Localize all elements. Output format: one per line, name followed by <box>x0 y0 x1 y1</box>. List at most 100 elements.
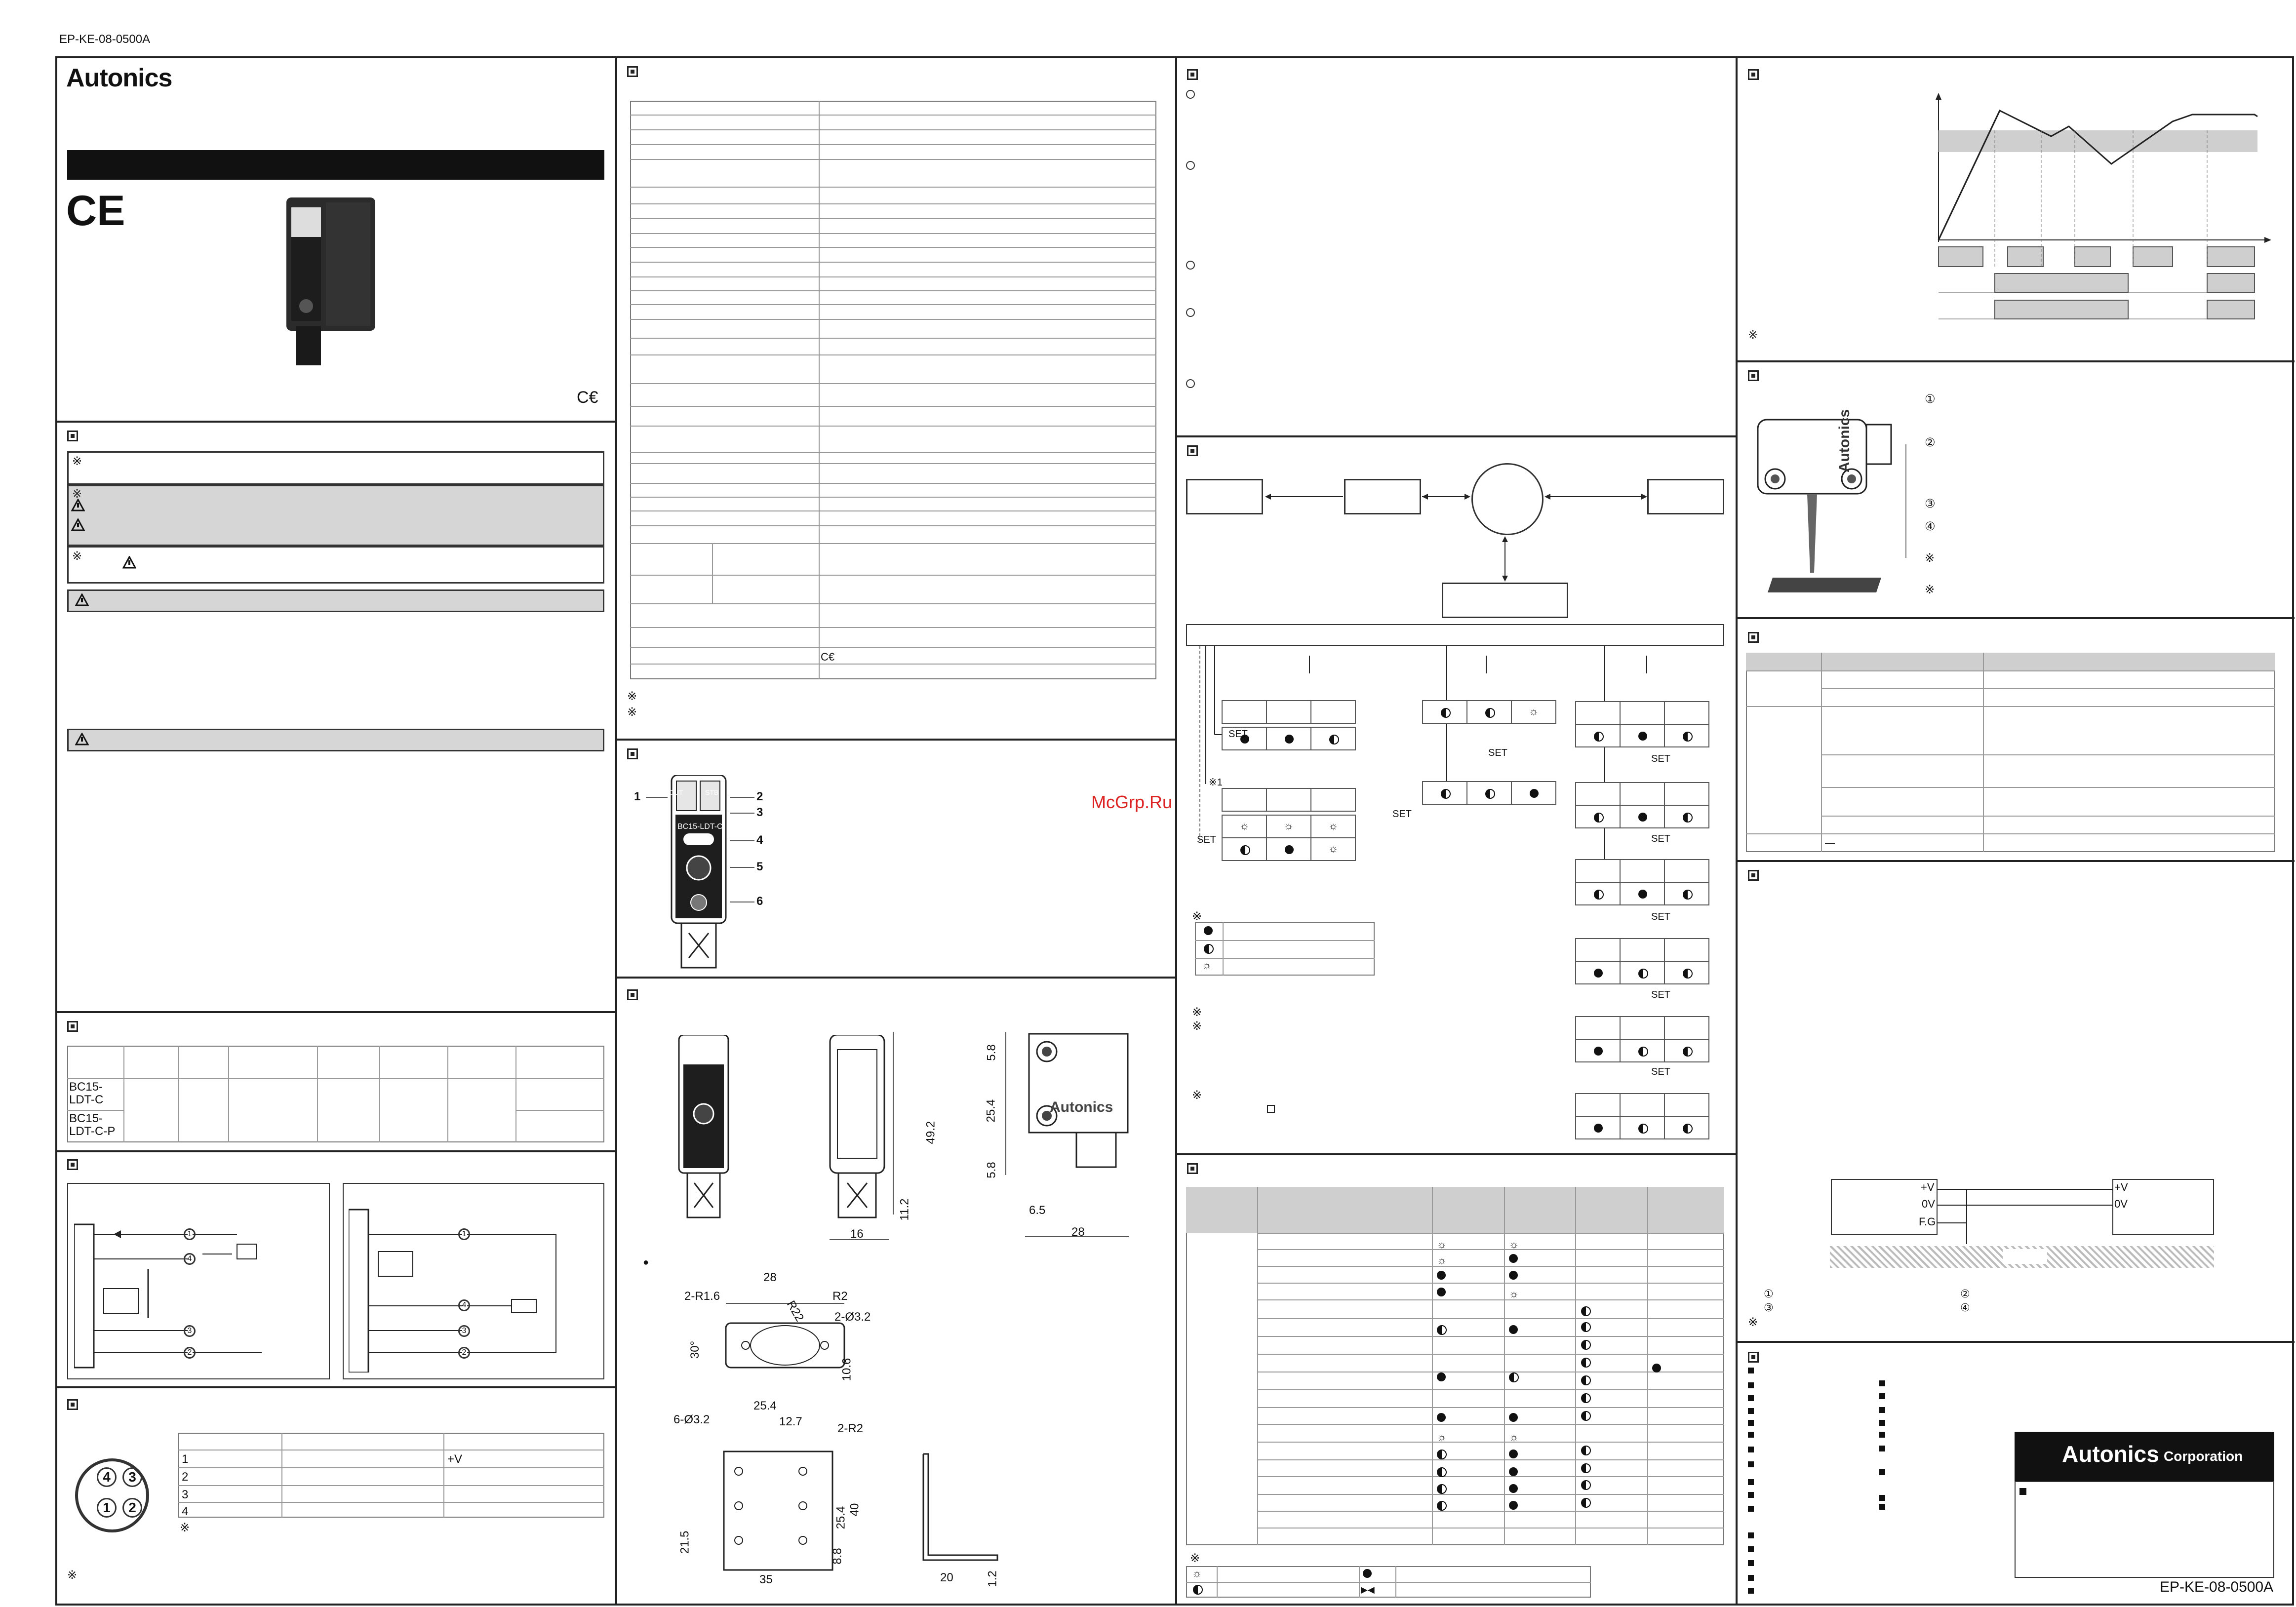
led-half-icon <box>1437 1484 1447 1494</box>
bullet-square <box>2019 1488 2026 1495</box>
row-line <box>178 1502 604 1503</box>
row-line <box>1257 1476 1724 1477</box>
caution-header <box>67 729 604 751</box>
led-half-icon <box>1594 813 1604 823</box>
note-mark: ※ <box>1748 1316 1758 1329</box>
bullet-square <box>1879 1393 1885 1399</box>
row-line <box>67 1078 604 1079</box>
led-blink-icon: ☼ <box>1192 1567 1202 1579</box>
spec-row-line <box>630 497 1156 498</box>
bullet-square <box>1748 1506 1754 1512</box>
dim-line <box>893 1032 894 1215</box>
col-line <box>515 1046 516 1142</box>
dim-106: 10.6 <box>840 1358 854 1381</box>
bullet-square <box>1879 1420 1885 1426</box>
flow-arrows <box>1264 492 1649 613</box>
led-half-icon <box>1329 735 1339 745</box>
section-marker <box>1187 445 1198 456</box>
led-half-icon <box>1581 1480 1591 1490</box>
col-line <box>228 1046 229 1142</box>
led-half-icon <box>1437 1501 1447 1511</box>
led-half-icon <box>1581 1375 1591 1385</box>
section-marker <box>67 1021 78 1032</box>
divider <box>1737 860 2295 862</box>
bracket-drawing-1 <box>706 1284 864 1395</box>
row-line <box>1746 670 2275 671</box>
led-on-icon <box>1530 789 1539 798</box>
led-on-icon <box>1204 926 1213 935</box>
led-half-icon <box>1638 969 1648 979</box>
bullet-square <box>1748 1532 1754 1538</box>
pin-3: 3 <box>122 1467 142 1487</box>
section-marker <box>1748 69 1759 80</box>
led-half-icon <box>1581 1463 1591 1473</box>
dim-d32: 2-Ø3.2 <box>834 1310 871 1324</box>
title-bar <box>67 150 604 180</box>
led-half-icon <box>1240 845 1250 855</box>
led-on-icon <box>1509 1325 1518 1334</box>
spec-row-line <box>630 159 1156 160</box>
corp-brand: Autonics <box>2062 1441 2159 1467</box>
flow-bar <box>1186 624 1724 646</box>
teach-cell <box>1466 700 1512 724</box>
bullet-square <box>1748 1560 1754 1566</box>
pin-1: 1 <box>97 1498 117 1518</box>
bullet-square <box>1748 1408 1754 1414</box>
led-half-icon <box>1638 1124 1648 1134</box>
col-line <box>178 1046 179 1142</box>
section-marker <box>67 1399 78 1410</box>
circled-4: ④ <box>1960 1301 1970 1314</box>
caution-icon <box>71 517 85 534</box>
divider <box>1737 1341 2295 1343</box>
teach-cell <box>1466 781 1512 805</box>
teach-cell <box>1575 782 1621 806</box>
spec-row-line <box>630 276 1156 277</box>
spec-row-line <box>630 543 1156 544</box>
row-line <box>1257 1318 1724 1319</box>
col-line <box>1223 922 1224 976</box>
led-half-icon <box>1509 1372 1519 1382</box>
circled-4: ④ <box>1925 520 1936 533</box>
led-on-icon <box>1363 1569 1372 1578</box>
led-half-icon <box>1485 708 1495 718</box>
spec-row-line <box>630 647 1156 648</box>
teach-cell <box>1620 961 1665 984</box>
wire-label: +V <box>1921 1181 1935 1193</box>
row-line <box>1257 1249 1724 1250</box>
warning-box <box>67 485 604 546</box>
row-line <box>1746 833 2275 834</box>
led-half-icon <box>1594 890 1604 900</box>
dim-r2: R2 <box>832 1290 848 1303</box>
divider <box>56 1386 616 1388</box>
teach-cell <box>1422 781 1467 805</box>
npn-circuit <box>67 1183 330 1379</box>
row-line <box>1257 1442 1724 1443</box>
dim-width: 16 <box>850 1227 864 1241</box>
teach-cell <box>1222 700 1267 724</box>
teach-cell <box>1511 781 1556 805</box>
teach-cell <box>1266 837 1311 861</box>
led-on-icon <box>1437 1271 1446 1280</box>
led-on-icon <box>1285 735 1294 744</box>
teach-cell <box>1222 788 1267 812</box>
led-on-icon <box>1509 1413 1518 1422</box>
part-number: 1 <box>634 790 641 803</box>
dim-254v: 25.4 <box>834 1506 848 1529</box>
spec-row-line <box>630 603 1156 604</box>
teach-cell <box>1664 1116 1709 1139</box>
pnp-circuit <box>343 1183 604 1379</box>
spec-row-line <box>630 115 1156 116</box>
leader-line <box>730 797 754 798</box>
bullet-square <box>1748 1479 1754 1485</box>
set-label: SET <box>1488 747 1507 758</box>
dim-65: 6.5 <box>1029 1204 1046 1217</box>
circled-3: ③ <box>1925 497 1936 510</box>
product-photo <box>277 193 380 370</box>
part-number: 4 <box>756 833 763 847</box>
bracket-side <box>918 1451 1007 1582</box>
dim-top-58a: 5.8 <box>985 1044 998 1061</box>
pin-number: 3 <box>182 1488 189 1501</box>
installation-drawing <box>1753 415 1916 605</box>
note-mark: ※ <box>627 690 637 703</box>
row-line <box>1821 787 2275 788</box>
